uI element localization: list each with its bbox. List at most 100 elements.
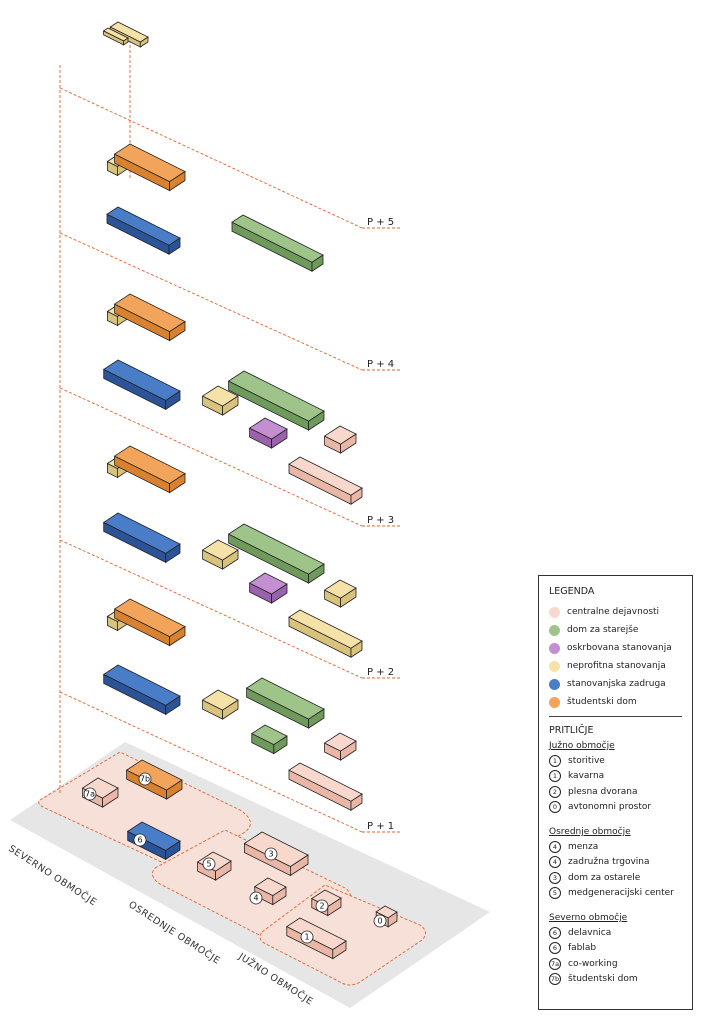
marker-7b: 7b	[138, 772, 152, 786]
swatch-starejse	[549, 624, 560, 636]
marker-circle-icon	[138, 772, 152, 786]
marker-circle-icon	[373, 914, 387, 928]
centralne-p2a	[323, 732, 357, 761]
centralne-p2a-top	[323, 732, 357, 752]
legend-item: dom za starejše	[549, 621, 682, 639]
centralne-ground-7a-top	[81, 777, 119, 799]
neprofitna-p3b	[323, 579, 357, 608]
studentski-wing-p5-top	[113, 143, 186, 183]
marker-circle-icon	[315, 899, 329, 913]
oskrbovana-p3	[248, 572, 288, 604]
centralne-ground-4-top	[253, 877, 287, 897]
oskrbovana-p4-top	[248, 417, 288, 440]
dashed-guides	[59, 40, 400, 833]
marker-number: 2	[319, 902, 324, 911]
legend-item: stanovanjska zadruga	[549, 675, 682, 693]
starejse-p2-top	[245, 677, 325, 720]
swatch-neprofitna	[549, 660, 560, 672]
area-title-central: Osrednje območje	[549, 827, 631, 837]
neprofitna-p2-top	[201, 689, 239, 711]
swatch-zadruga	[549, 678, 560, 690]
zadruga-ground-top	[126, 821, 181, 851]
oskrbovana-p4	[248, 417, 288, 449]
neprofitna-p3b-top	[323, 579, 357, 599]
centralne-ground-1-top	[285, 917, 347, 951]
centralne-p4b	[288, 456, 363, 505]
neprofitna-p3-top	[201, 539, 239, 561]
level-label-p5: P + 5	[367, 217, 394, 228]
number-circle-icon: 6	[549, 942, 561, 955]
studentski-wing-p5	[113, 143, 186, 192]
centralne-ground-3-top	[243, 831, 309, 867]
swatch-studentski	[549, 696, 560, 708]
marker-1: 1	[300, 930, 314, 944]
legend-categories: centralne dejavnosti dom za starejše osk…	[549, 603, 682, 711]
marker-number: 0	[377, 917, 382, 926]
number-circle-icon: 1	[549, 770, 561, 783]
legend-panel: LEGENDA centralne dejavnosti dom za star…	[538, 575, 693, 1010]
number-circle-icon: 5	[549, 887, 561, 900]
level-label-p2: P + 2	[367, 667, 394, 678]
centralne-p4a-top	[323, 425, 357, 445]
marker-number: 1	[304, 933, 309, 942]
marker-2: 2	[315, 899, 329, 913]
area-title-south: Južno območje	[549, 741, 615, 751]
legend-item: študentski dom	[549, 693, 682, 711]
marker-circle-icon	[83, 787, 97, 801]
centralne-p4b-top	[288, 456, 363, 496]
studentski-wing-p4	[113, 293, 186, 342]
use-label: menza	[568, 841, 599, 852]
neprofitna-p2	[201, 689, 239, 720]
starejse-p2	[245, 677, 325, 729]
use-label: dom za ostarele	[568, 872, 641, 883]
legend-label: neprofitna stanovanja	[567, 661, 666, 671]
neprofitna-p3c-top	[288, 609, 363, 649]
guide-line	[59, 232, 363, 371]
centralne-ground-0-top	[375, 905, 398, 919]
roof-top-top	[102, 27, 129, 42]
legend-label: centralne dejavnosti	[567, 607, 660, 617]
building-blocks	[81, 21, 398, 960]
use-label: storitive	[568, 755, 605, 766]
centralne-p2b	[288, 762, 363, 811]
legend-label: dom za starejše	[567, 625, 639, 635]
legend-item: neprofitna stanovanja	[549, 657, 682, 675]
legend-label: stanovanjska zadruga	[567, 679, 666, 689]
marker-circle-icon	[249, 891, 263, 905]
number-circle-icon: 4	[549, 856, 561, 869]
swatch-centralne	[549, 606, 560, 618]
neprofitna-p4-top	[201, 385, 239, 407]
number-circle-icon: 2	[549, 785, 561, 798]
zadruga-p4	[102, 359, 181, 411]
swatch-oskrbovana	[549, 642, 560, 654]
zadruga-p2-top	[102, 664, 181, 706]
zadruga-p2	[102, 664, 181, 716]
centralne-p2b-top	[288, 762, 363, 802]
number-circle-icon: 3	[549, 871, 561, 884]
legend-use-item: 4 menza	[549, 839, 682, 855]
guide-line	[59, 691, 363, 833]
number-circle-icon: 7a	[549, 957, 561, 970]
legend-item: centralne dejavnosti	[549, 603, 682, 621]
number-circle-icon: 4	[549, 840, 561, 853]
starejse-p5-top	[231, 214, 324, 263]
use-label: kavarna	[568, 771, 605, 782]
marker-number: 7a	[85, 790, 95, 799]
roof-top	[102, 27, 129, 46]
marker-circle-icon	[202, 857, 216, 871]
neprofitna-p3	[201, 539, 239, 570]
starejse-p3-top	[227, 523, 325, 575]
marker-6: 6	[133, 833, 147, 847]
use-label: delavnica	[568, 927, 612, 938]
level-label-p1: P + 1	[367, 821, 394, 832]
centralne-ground-4	[253, 877, 287, 906]
starejse-p5	[231, 214, 324, 272]
